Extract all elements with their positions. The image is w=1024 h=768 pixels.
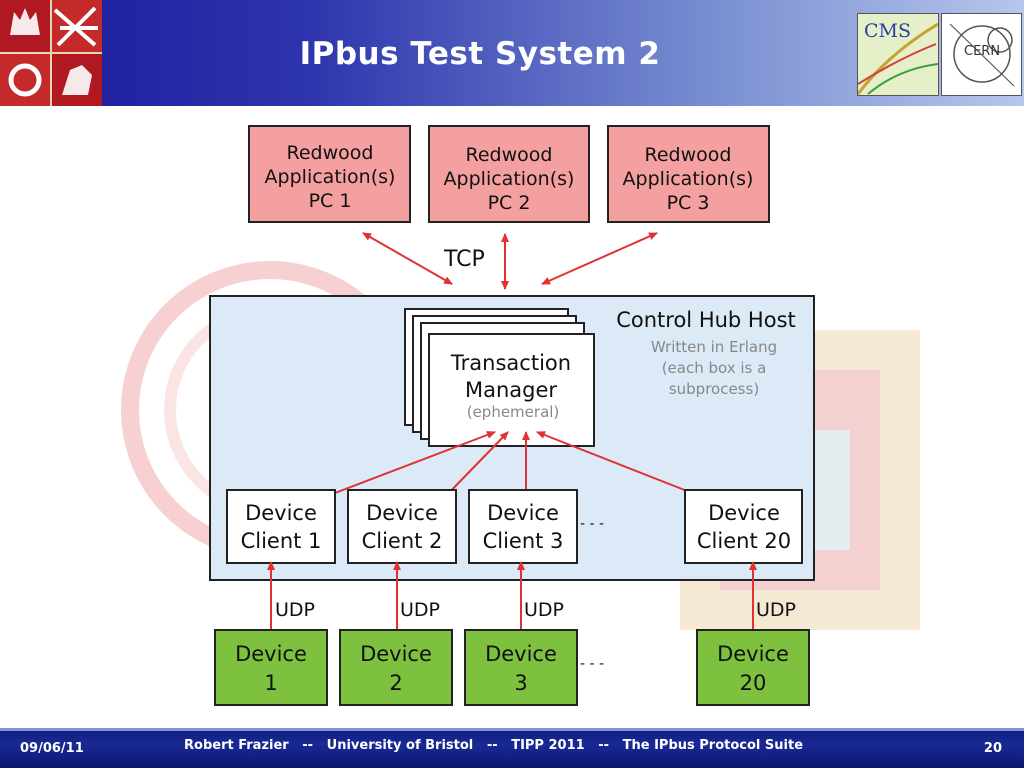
pc-1-line3: PC 1 [309,190,352,212]
slide-header: IPbus Test System 2 CMS CERN [0,0,1024,106]
udp-label-3: UDP [524,599,564,621]
pc-2-line3: PC 2 [488,192,531,214]
udp-label-1: UDP [275,599,315,621]
pc-box-1: Redwood Application(s) PC 1 [248,125,411,223]
device-client-1-line2: Client 1 [241,529,322,553]
cern-logo: CERN [941,13,1022,96]
footer-date: 09/06/11 [20,741,84,756]
tm-line1: Transaction [450,351,571,375]
device-client-1-line1: Device [245,501,317,525]
device-client-20-line2: Client 20 [697,529,791,553]
pc-3-line2: Application(s) [623,168,754,190]
device-2: Device 2 [339,629,453,706]
pc-box-2: Redwood Application(s) PC 2 [428,125,590,223]
control-hub-note-2: (each box is a [662,359,767,377]
device-3-line1: Device [485,642,557,666]
pc-1-line1: Redwood [287,142,374,164]
device-1: Device 1 [214,629,328,706]
pc-3-line3: PC 3 [667,192,710,214]
device-2-line1: Device [360,642,432,666]
tm-line2: Manager [465,378,557,402]
device-20-line1: Device [717,642,789,666]
device-client-20-line1: Device [708,501,780,525]
device-client-3-line1: Device [487,501,559,525]
device-ellipsis: - - - [580,656,604,672]
device-client-3-line2: Client 3 [483,529,564,553]
cms-logo-text: CMS [864,20,912,42]
device-2-line2: 2 [389,671,402,695]
udp-label-2: UDP [400,599,440,621]
control-hub-note-3: subprocess) [669,380,759,398]
page-number: 20 [983,741,1002,756]
cern-logo-text: CERN [964,44,1001,59]
device-client-3: Device Client 3 [468,489,578,564]
device-client-1: Device Client 1 [226,489,336,564]
device-client-2: Device Client 2 [347,489,457,564]
device-client-2-line1: Device [366,501,438,525]
slide-footer: 09/06/11 Robert Frazier -- University of… [0,728,1024,768]
udp-label-20: UDP [756,599,796,621]
tm-line3: (ephemeral) [467,403,560,421]
university-crest-logo [0,0,102,106]
tcp-arrow-pc3 [541,232,658,285]
pc-2-line2: Application(s) [444,168,575,190]
tcp-label: TCP [443,247,485,272]
device-client-2-line2: Client 2 [362,529,443,553]
cms-logo: CMS [857,13,939,96]
pc-2-line1: Redwood [466,144,553,166]
control-hub-title: Control Hub Host [616,308,796,332]
device-20: Device 20 [696,629,810,706]
pc-3-line1: Redwood [645,144,732,166]
device-1-line1: Device [235,642,307,666]
experiment-logos: CMS CERN [857,13,1022,96]
tcp-arrow-pc1 [362,232,453,285]
device-client-ellipsis: - - - [580,516,604,532]
tm-arrow-client20 [536,431,711,501]
device-client-20: Device Client 20 [684,489,803,564]
control-hub-note-1: Written in Erlang [651,338,777,356]
footer-info: Robert Frazier -- University of Bristol … [184,738,804,753]
device-3: Device 3 [464,629,578,706]
footer-divider [0,728,1024,731]
device-3-line2: 3 [514,671,527,695]
slide-title: IPbus Test System 2 [299,36,661,72]
pc-box-3: Redwood Application(s) PC 3 [607,125,770,223]
device-1-line2: 1 [264,671,277,695]
device-20-line2: 20 [740,671,767,695]
transaction-manager-box: Transaction Manager (ephemeral) [428,333,595,447]
pc-1-line2: Application(s) [265,166,396,188]
